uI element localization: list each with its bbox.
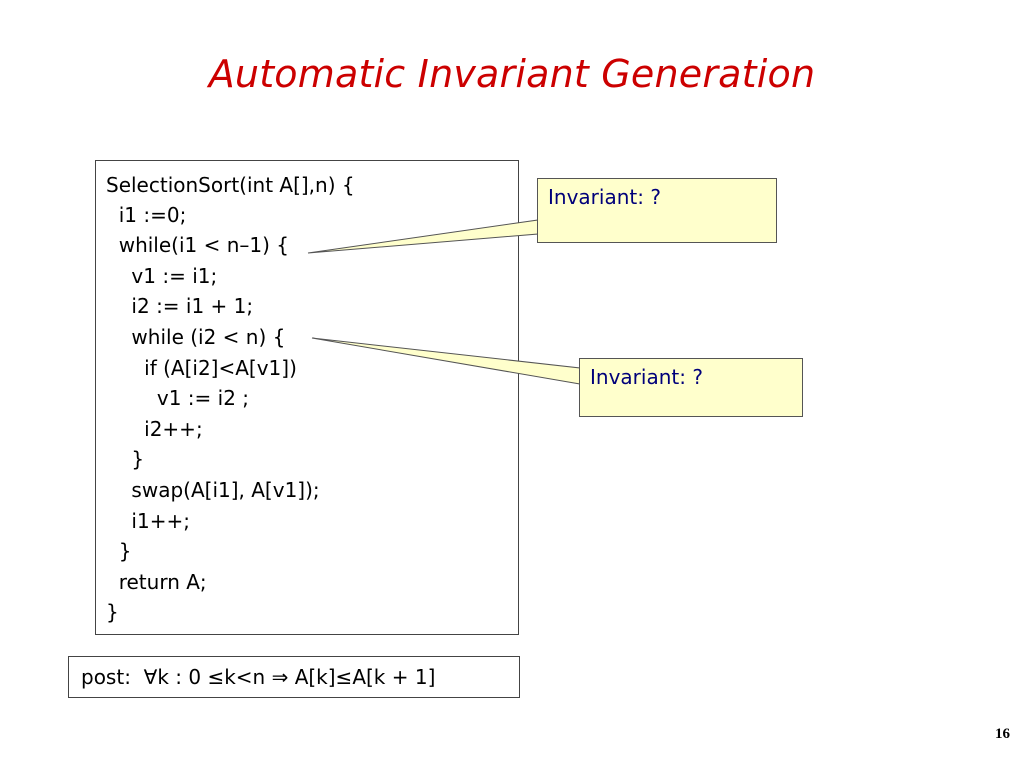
slide-title: Automatic Invariant Generation (208, 52, 816, 96)
code-line: i1 :=0; (106, 203, 187, 227)
code-line: i2 := i1 + 1; (106, 294, 254, 318)
code-line: i2++; (106, 417, 203, 441)
outer-loop-invariant-text: Invariant: ? (548, 185, 661, 209)
outer-loop-invariant-callout: Invariant: ? (537, 178, 777, 243)
code-line: swap(A[i1], A[v1]); (106, 478, 320, 502)
inner-loop-invariant-text: Invariant: ? (590, 365, 703, 389)
code-line: return A; (106, 570, 207, 594)
code-line: v1 := i2 ; (106, 386, 250, 410)
outer-loop-callout-pointer (307, 219, 539, 254)
page-number: 16 (995, 726, 1010, 742)
code-line: SelectionSort(int A[],n) { (106, 173, 355, 197)
inner-loop-callout-pointer (311, 337, 581, 385)
code-line: } (106, 600, 119, 624)
code-line: while(i1 < n–1) { (106, 233, 290, 257)
code-line: i1++; (106, 509, 190, 533)
code-line: } (106, 539, 132, 563)
code-line: while (i2 < n) { (106, 325, 286, 349)
postcondition-box: post: ∀k : 0 ≤k<n ⇒ A[k]≤A[k + 1] (68, 656, 520, 698)
postcondition-text: post: ∀k : 0 ≤k<n ⇒ A[k]≤A[k + 1] (81, 665, 436, 689)
code-line: if (A[i2]<A[v1]) (106, 356, 297, 380)
code-line: v1 := i1; (106, 264, 218, 288)
code-line: } (106, 447, 145, 471)
inner-loop-invariant-callout: Invariant: ? (579, 358, 803, 417)
